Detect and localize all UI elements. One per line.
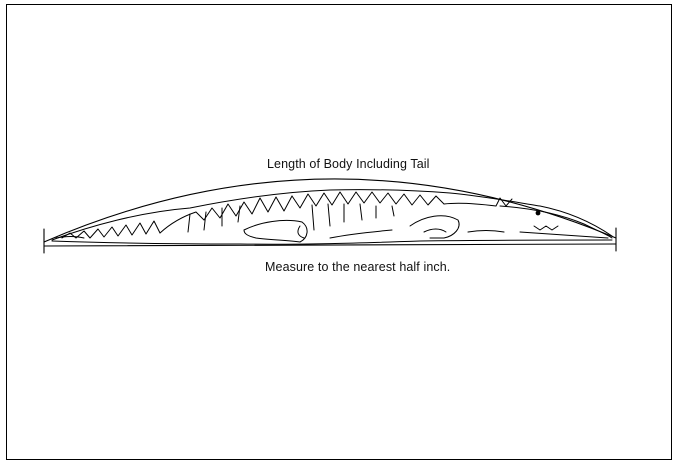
alligator-eye xyxy=(536,211,541,216)
body-length-label: Length of Body Including Tail xyxy=(267,157,430,171)
measurement-instruction: Measure to the nearest half inch. xyxy=(265,260,450,274)
alligator-illustration xyxy=(52,190,612,245)
measure-baseline xyxy=(44,244,616,246)
